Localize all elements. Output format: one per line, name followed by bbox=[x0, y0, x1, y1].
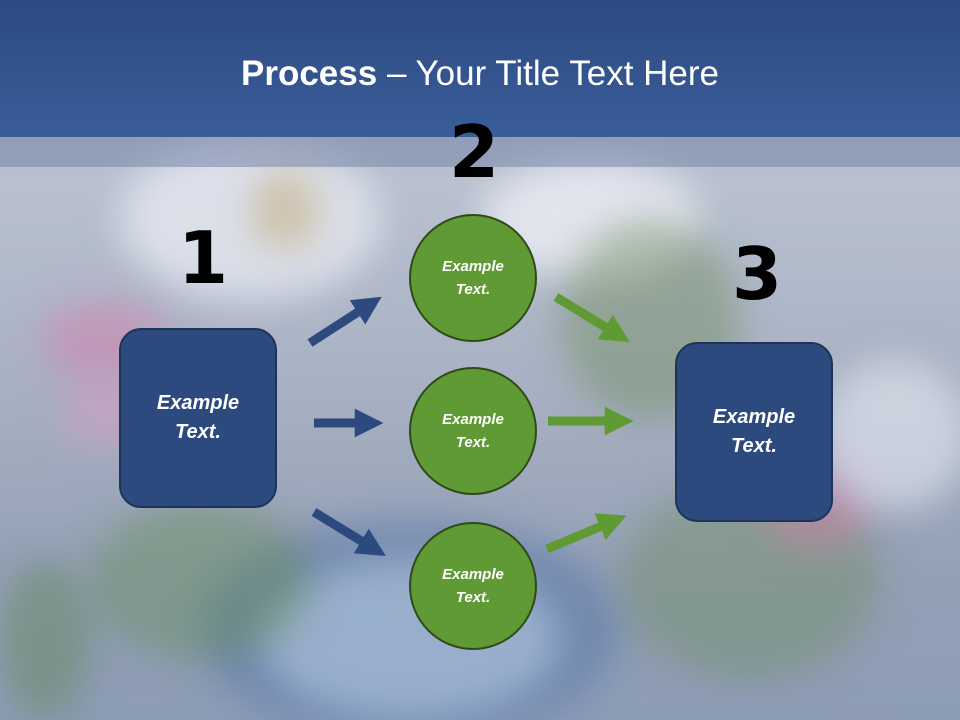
title-bar bbox=[0, 0, 960, 137]
step-number-3: 3 bbox=[732, 232, 783, 316]
slide-title: Process – Your Title Text Here bbox=[0, 52, 960, 96]
step-3-box-text: Example Text. bbox=[712, 406, 796, 457]
step-number-2: 2 bbox=[449, 110, 500, 194]
arrow-bottom-to-3 bbox=[545, 513, 627, 554]
step-number-1: 1 bbox=[178, 216, 229, 300]
title-band bbox=[0, 137, 960, 167]
title-rest: – Your Title Text Here bbox=[377, 54, 719, 93]
circle-top-text: Example Text. bbox=[442, 258, 504, 298]
step-1-box-text: Example Text. bbox=[156, 392, 240, 443]
step-2-circle-top: Example Text. bbox=[409, 214, 537, 342]
step-2-circle-bottom: Example Text. bbox=[409, 522, 537, 650]
arrow-1-to-bottom bbox=[311, 508, 386, 557]
circle-bottom-text: Example Text. bbox=[442, 566, 504, 606]
step-3-box: Example Text. bbox=[675, 342, 833, 522]
arrow-top-to-3 bbox=[553, 293, 630, 342]
step-1-box: Example Text. bbox=[119, 328, 277, 508]
arrow-1-to-top bbox=[307, 296, 382, 347]
title-bold: Process bbox=[241, 54, 378, 93]
circle-middle-text: Example Text. bbox=[442, 411, 504, 451]
step-2-circle-middle: Example Text. bbox=[409, 367, 537, 495]
